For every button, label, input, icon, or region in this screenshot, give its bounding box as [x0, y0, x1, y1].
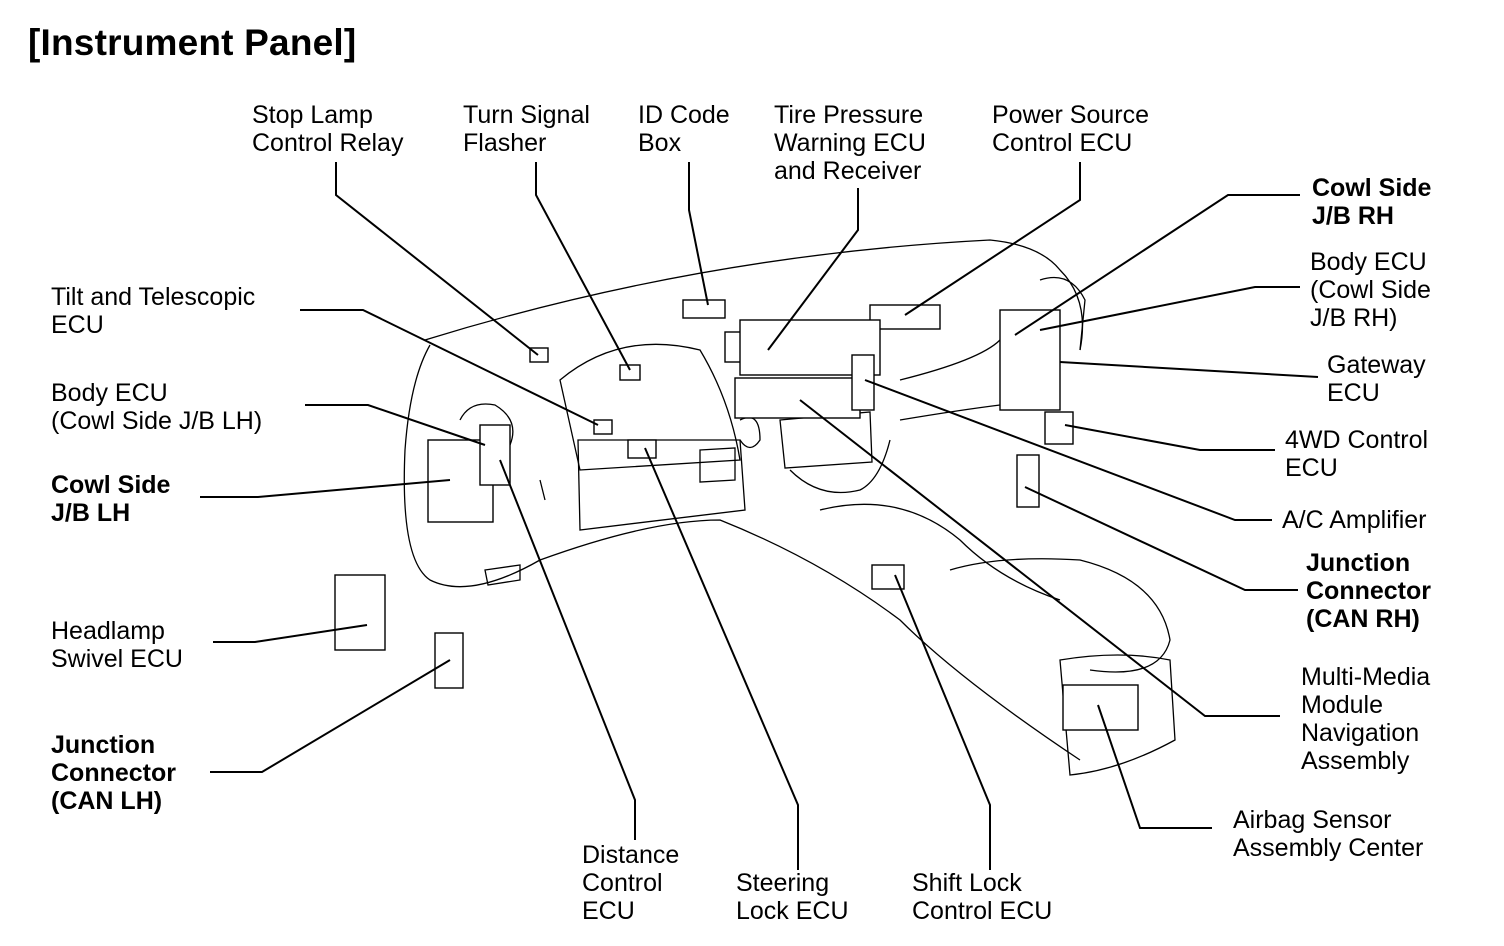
- label-id-code: ID Code Box: [638, 101, 730, 157]
- fourwd-shape: [1044, 411, 1074, 445]
- components: [334, 299, 1139, 731]
- label-steering-lock: Steering Lock ECU: [736, 869, 849, 925]
- label-gateway: Gateway ECU: [1327, 351, 1426, 407]
- label-power-source: Power Source Control ECU: [992, 101, 1150, 157]
- airbag-shape: [1062, 684, 1139, 731]
- label-body-ecu-rh: Body ECU (Cowl Side J/B RH): [1310, 248, 1431, 332]
- steering-lock-shape: [627, 439, 657, 459]
- leader-headlamp: [213, 624, 368, 643]
- label-stop-lamp: Stop Lamp Control Relay: [252, 101, 404, 157]
- label-body-ecu-lh: Body ECU (Cowl Side J/B LH): [51, 379, 263, 435]
- leader-stop-lamp: [335, 162, 539, 356]
- label-multimedia: Multi-Media Module Navigation Assembly: [1301, 663, 1431, 775]
- dashboard-outline: [403, 239, 1176, 776]
- leader-airbag: [1097, 704, 1212, 829]
- leader-junction-rh: [1024, 486, 1298, 591]
- id-code-box-shape: [682, 299, 726, 319]
- leader-steering-lock: [644, 447, 799, 870]
- turn-signal-flasher-shape: [619, 364, 641, 381]
- shift-lock-shape: [871, 564, 905, 590]
- label-airbag: Airbag Sensor Assembly Center: [1233, 806, 1424, 862]
- tilt-ecu-shape: [593, 419, 613, 435]
- leader-multimedia: [799, 399, 1280, 717]
- leader-tilt: [300, 309, 599, 426]
- label-fourwd: 4WD Control ECU: [1285, 426, 1429, 482]
- leader-ac-amp: [864, 379, 1272, 521]
- leader-lines: [200, 162, 1319, 870]
- label-cowl-rh: Cowl Side J/B RH: [1312, 174, 1432, 230]
- label-junction-rh: Junction Connector (CAN RH): [1306, 549, 1431, 633]
- cowl-rh-shape: [999, 309, 1061, 411]
- label-tilt: Tilt and Telescopic ECU: [51, 283, 256, 339]
- leader-body-ecu-lh: [305, 404, 486, 446]
- leader-distance: [499, 459, 636, 840]
- label-ac-amp: A/C Amplifier: [1282, 506, 1427, 534]
- leader-turn-signal: [535, 162, 631, 371]
- label-cowl-lh: Cowl Side J/B LH: [51, 471, 171, 527]
- leader-gateway: [1059, 361, 1319, 378]
- multimedia-shape: [734, 377, 861, 419]
- leader-fourwd: [1064, 424, 1275, 451]
- leader-cowl-rh: [1014, 194, 1300, 336]
- headlamp-swivel-shape: [334, 574, 386, 651]
- label-tire-pressure: Tire Pressure Warning ECU and Receiver: [774, 101, 926, 185]
- power-source-shape: [869, 304, 941, 330]
- label-turn-signal: Turn Signal Flasher: [463, 101, 590, 157]
- leader-cowl-lh: [200, 479, 451, 498]
- leader-body-ecu-rh: [1039, 286, 1300, 331]
- label-shift-lock: Shift Lock Control ECU: [912, 869, 1053, 925]
- label-distance: Distance Control ECU: [582, 841, 680, 925]
- leader-power-source: [904, 162, 1081, 316]
- diagram-title: [Instrument Panel]: [28, 22, 357, 63]
- label-junction-lh: Junction Connector (CAN LH): [51, 731, 176, 815]
- leader-junction-lh: [210, 659, 451, 773]
- label-headlamp: Headlamp Swivel ECU: [51, 617, 183, 673]
- leader-id-code: [688, 162, 709, 306]
- leader-shift-lock: [894, 574, 991, 870]
- junction-rh-shape: [1016, 454, 1040, 508]
- leader-tire-pressure: [767, 188, 859, 351]
